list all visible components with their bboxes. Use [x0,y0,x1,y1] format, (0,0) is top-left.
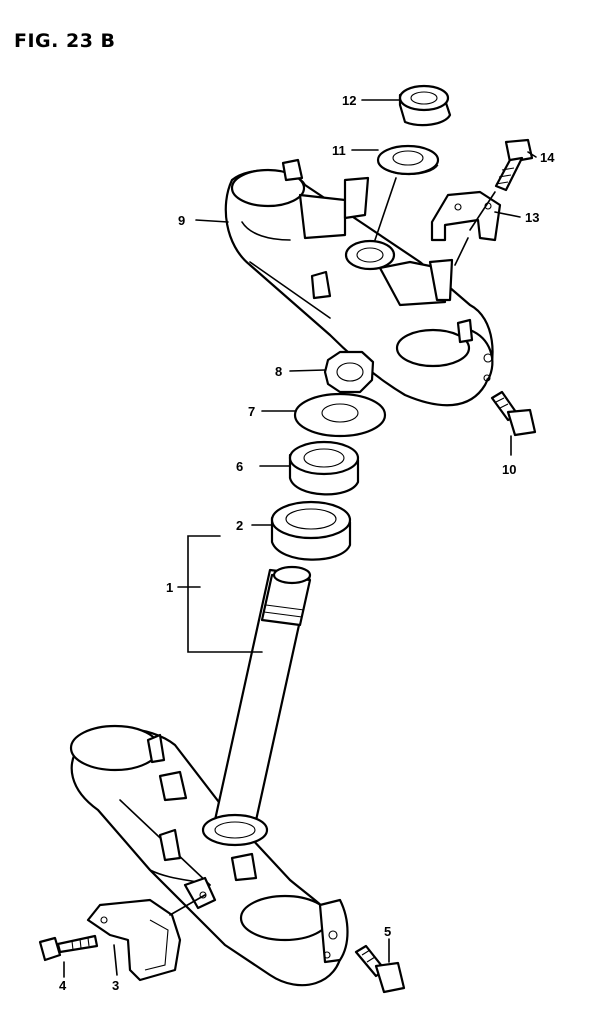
callout-5: 5 [384,924,391,939]
part-1-steering-stem [69,565,349,987]
callout-14: 14 [540,150,555,165]
upper-bracket [224,158,494,407]
callout-1: 1 [166,580,173,595]
part-8-castle-nut [323,350,375,394]
assembly-guide-lines [169,177,496,916]
callout-13: 13 [525,210,539,225]
callout-6: 6 [236,459,243,474]
callout-4: 4 [59,978,67,993]
part-12-cap-nut [398,84,452,127]
part-14-bolt [494,138,534,192]
callout-8: 8 [275,364,282,379]
part-6-bearing [288,440,360,496]
part-7-washer [293,392,387,438]
part-2-bearing [270,500,352,561]
callout-leaders [63,99,537,978]
callout-10: 10 [502,462,516,477]
callout-11: 11 [332,143,346,158]
part-10-bolt [490,390,537,437]
callout-3: 3 [112,978,119,993]
callout-2: 2 [236,518,243,533]
part-13-handlebar-clamp [430,190,502,242]
part-5-bolt [354,944,406,994]
part-4-bolt [38,934,99,962]
figure-title: FIG. 23 B [14,30,116,52]
callout-7: 7 [248,404,255,419]
callout-9: 9 [178,213,185,228]
part-3-hose-guide [86,898,182,982]
part-11-washer [376,144,440,176]
callout-12: 12 [342,93,356,108]
